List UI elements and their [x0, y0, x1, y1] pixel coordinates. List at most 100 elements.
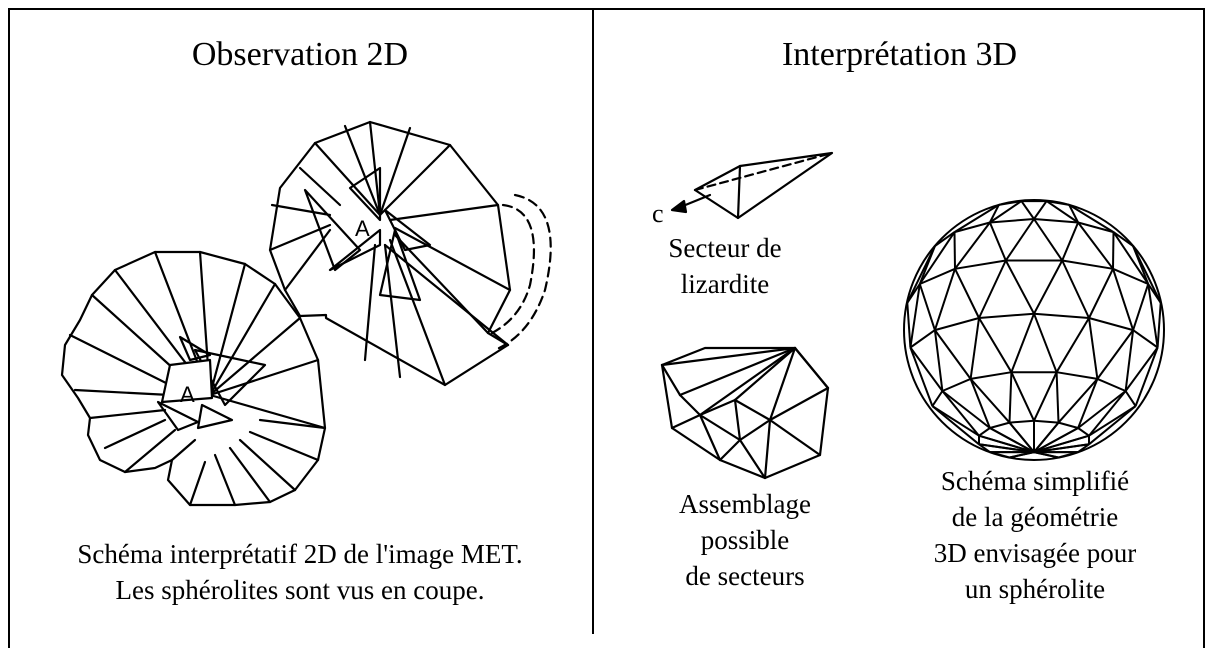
panel-divider: [592, 8, 594, 634]
sphere-edge: [931, 390, 944, 407]
sphere-edge: [978, 443, 1035, 454]
sphere-edge: [1056, 371, 1098, 380]
spherulite-lower: [60, 250, 327, 507]
caption-line: Secteur de: [668, 233, 782, 263]
sphere-edge: [989, 421, 1010, 429]
sphere-edge: [969, 378, 991, 429]
sphere-edge: [1033, 313, 1058, 373]
sphere-edge: [1132, 245, 1150, 285]
sphere-edge: [941, 390, 991, 429]
caption-line: possible: [700, 525, 790, 555]
sphere-edge: [1156, 302, 1162, 348]
sphere-edge: [1088, 390, 1127, 437]
caption-line: Assemblage: [679, 489, 811, 519]
sphere-edge: [1033, 419, 1059, 424]
sphere-edge: [1097, 377, 1126, 392]
sphere-edge: [1004, 218, 1035, 262]
sphere-edge: [1033, 260, 1064, 315]
sphere-edge: [1124, 346, 1159, 392]
sphere-edge: [931, 405, 980, 446]
sphere-outline: [903, 199, 1165, 461]
sphere-edge: [931, 405, 980, 437]
sphere-edge: [988, 222, 1007, 261]
sphere-edge: [1068, 204, 1115, 233]
sphere-edge: [1112, 232, 1115, 269]
sphere-edge: [1033, 200, 1048, 220]
sphere-edge: [918, 283, 936, 331]
sphere-edge: [941, 390, 980, 437]
right-panel-title: Interprétation 3D: [781, 36, 1018, 73]
sphere-edge: [1077, 221, 1114, 234]
sphere-edge: [1147, 283, 1162, 304]
sphere-edge: [1134, 347, 1159, 407]
sphere-edge: [1061, 222, 1080, 261]
sphere-edge: [1033, 371, 1058, 422]
sphere-edge: [1033, 451, 1059, 459]
sphere-edge: [1077, 378, 1099, 429]
sphere-edge: [906, 302, 912, 348]
caption-line: de secteurs: [685, 561, 805, 591]
sphere-edge: [954, 259, 1006, 270]
sphere-caption: Schéma simplifié de la géométrie 3D envi…: [870, 463, 1200, 607]
sphere-edge: [909, 347, 934, 407]
sphere-edge: [954, 268, 980, 319]
diagram-drawing: A A c: [60, 120, 1165, 507]
sphere-edge: [1058, 421, 1079, 429]
sphere-edge: [1077, 221, 1114, 270]
sphere-edge: [1008, 372, 1013, 423]
sphere-edge: [906, 283, 921, 304]
sphere-edge: [933, 268, 956, 331]
caption-line: un sphérolite: [964, 574, 1106, 604]
sphere-edge: [989, 200, 1022, 224]
lizardite-sector: [670, 151, 834, 220]
sphere-edge: [1088, 268, 1114, 319]
sphere-edge: [1096, 329, 1134, 380]
sphere-edge: [909, 329, 936, 349]
sphere-edge: [1062, 259, 1114, 270]
sphere-edge: [942, 377, 971, 392]
sphere-edge: [978, 434, 1035, 454]
caption-line: lizardite: [680, 269, 770, 299]
sphere-edge: [1033, 421, 1060, 453]
sphere-edge: [934, 231, 956, 247]
sphere-edge: [1009, 419, 1035, 424]
c-axis-label: c: [652, 199, 664, 228]
sphere-edge: [1147, 283, 1159, 348]
sphere-edge: [954, 221, 991, 234]
sphere-edge: [1112, 231, 1150, 285]
sphere-edge: [978, 260, 1007, 319]
sphere-edge: [1077, 390, 1127, 429]
sphere-edge: [989, 218, 1035, 224]
sphere-edge: [1112, 231, 1134, 247]
caption-line: 3D envisagée pour: [933, 538, 1137, 568]
sphere-edge: [1057, 378, 1099, 424]
sphere-edge: [969, 317, 980, 380]
caption-line: Les sphérolites sont vus en coupe.: [115, 575, 485, 605]
sphere-edge: [1132, 283, 1150, 331]
sphere-edge: [1008, 421, 1035, 453]
marker-a-upper: A: [355, 216, 370, 241]
assembly-caption: Assemblage possible de secteurs: [620, 486, 870, 594]
sphere-edge: [909, 283, 921, 348]
sphere-edge: [1112, 268, 1135, 331]
sector-caption: Secteur de lizardite: [620, 230, 830, 302]
figure-frame: [8, 8, 1205, 648]
sphere-edge: [934, 317, 980, 332]
sphere-edge: [1055, 317, 1090, 373]
sphere-edge: [954, 221, 991, 270]
sphere-edge: [978, 312, 1035, 319]
sphere-edge: [1033, 218, 1079, 224]
sphere-edge: [906, 245, 936, 304]
caption-line: Schéma simplifié: [940, 466, 1130, 496]
sphere-edge: [919, 267, 956, 285]
sphere-edge: [1020, 200, 1035, 220]
left-panel-title: Observation 2D: [191, 36, 409, 73]
geodesic-sphere: [903, 199, 1165, 461]
sphere-edge: [989, 204, 1000, 223]
sphere-edge: [969, 378, 1011, 424]
sphere-edge: [1033, 427, 1079, 453]
sphere-edge: [1010, 371, 1035, 422]
sphere-edge: [933, 329, 944, 392]
sphere-edge: [1055, 372, 1060, 423]
sphere-edge: [1088, 405, 1137, 437]
